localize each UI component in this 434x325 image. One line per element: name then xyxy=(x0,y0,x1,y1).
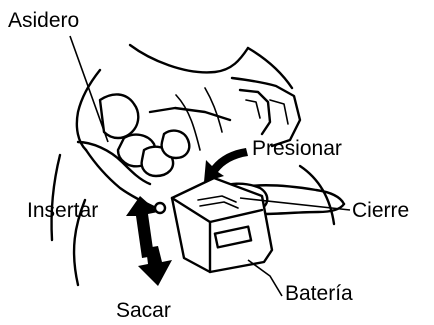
battery-label: Batería xyxy=(285,283,353,304)
press-arrow xyxy=(204,148,248,182)
battery-pack xyxy=(155,178,272,272)
remove-label: Sacar xyxy=(116,300,171,321)
insert-label: Insertar xyxy=(27,200,98,221)
left-hand xyxy=(78,94,189,210)
battery-leader-line xyxy=(248,260,282,296)
press-label: Presionar xyxy=(252,138,342,159)
latch-label: Cierre xyxy=(352,200,409,221)
handle-label: Asidero xyxy=(8,10,79,31)
